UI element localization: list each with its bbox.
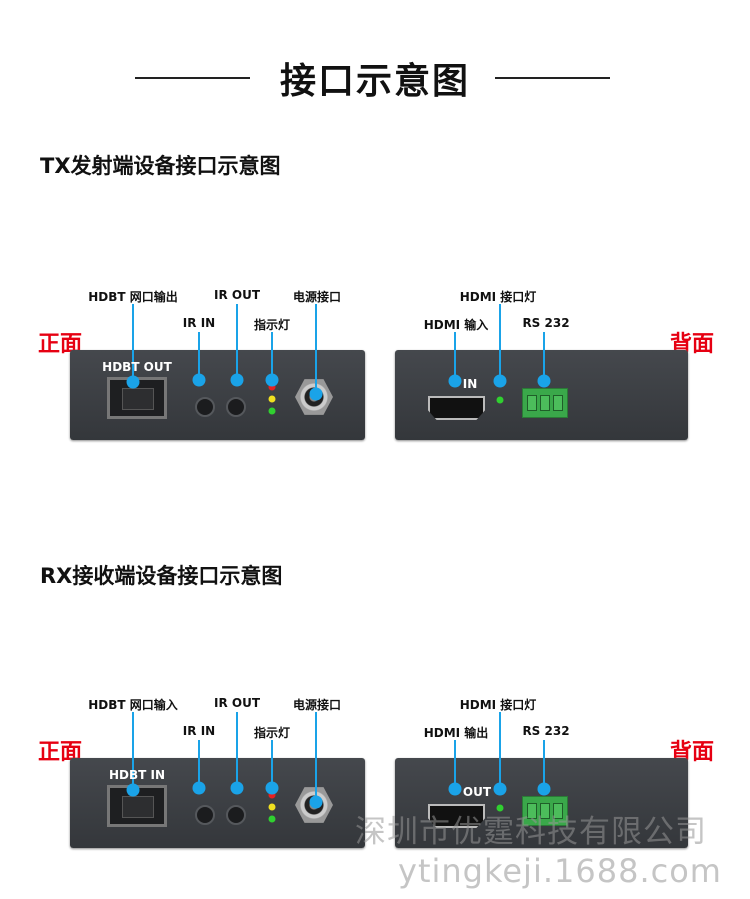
port-label: HDBT IN — [108, 768, 166, 782]
callout-dot — [265, 373, 279, 387]
ir-in-jack — [195, 397, 215, 417]
callout-dot — [309, 387, 323, 401]
callout-dot — [126, 783, 140, 797]
label-hdmi: HDMI 输出 — [423, 726, 489, 740]
callout-dot — [309, 795, 323, 809]
tx-diagram: HDBT 网口输出 IR OUT 电源接口 IR IN 指示灯 HDMI 接口灯… — [0, 280, 750, 460]
label-power: 电源接口 — [292, 698, 342, 712]
label-ir-out: IR OUT — [213, 288, 261, 302]
callout-dot — [126, 375, 140, 389]
label-indicator: 指示灯 — [253, 726, 291, 740]
callout-dot — [537, 782, 551, 796]
led-yellow — [268, 395, 276, 403]
hdmi-port-label: OUT — [462, 785, 492, 799]
watermark-site: ytingkeji.1688.com — [398, 852, 722, 890]
ir-in-jack — [195, 805, 215, 825]
rx-diagram: HDBT 网口输入 IR OUT 电源接口 IR IN 指示灯 HDMI 接口灯… — [0, 688, 750, 868]
led-green — [268, 815, 276, 823]
callout-dot — [493, 782, 507, 796]
label-network: HDBT 网口输出 — [88, 290, 178, 304]
hdmi-led — [496, 804, 504, 812]
tx-heading: TX发射端设备接口示意图 — [40, 154, 281, 178]
callout-dot — [230, 373, 244, 387]
ir-out-jack — [226, 397, 246, 417]
rx-heading: RX接收端设备接口示意图 — [40, 564, 283, 588]
label-rs232: RS 232 — [522, 316, 570, 330]
page-title: 接口示意图 — [279, 61, 470, 102]
label-hdmi-led: HDMI 接口灯 — [459, 698, 537, 712]
led-red — [268, 383, 276, 391]
port-label: HDBT OUT — [102, 360, 172, 374]
callout-dot — [493, 374, 507, 388]
label-ir-out: IR OUT — [213, 696, 261, 710]
callout-dot — [448, 374, 462, 388]
hdmi-port-label: IN — [462, 377, 478, 391]
callout-dot — [448, 782, 462, 796]
led-yellow — [268, 803, 276, 811]
callout-dot — [192, 781, 206, 795]
label-indicator: 指示灯 — [253, 318, 291, 332]
label-rs232: RS 232 — [522, 724, 570, 738]
led-red — [268, 791, 276, 799]
callout-dot — [265, 781, 279, 795]
title-divider-right — [495, 77, 610, 79]
watermark-company: 深圳市优霆科技有限公司 — [355, 814, 707, 850]
led-green — [268, 407, 276, 415]
ir-out-jack — [226, 805, 246, 825]
callout-dot — [192, 373, 206, 387]
hdmi-port — [428, 396, 485, 420]
callout-dot — [537, 374, 551, 388]
label-network: HDBT 网口输入 — [88, 698, 178, 712]
hdmi-port — [428, 804, 485, 828]
label-ir-in: IR IN — [182, 724, 216, 738]
label-ir-in: IR IN — [182, 316, 216, 330]
rs232-terminal — [522, 388, 568, 418]
title-divider-left — [135, 77, 250, 79]
hdmi-led — [496, 396, 504, 404]
label-hdmi: HDMI 输入 — [423, 318, 489, 332]
label-hdmi-led: HDMI 接口灯 — [459, 290, 537, 304]
callout-dot — [230, 781, 244, 795]
label-power: 电源接口 — [292, 290, 342, 304]
rs232-terminal — [522, 796, 568, 826]
